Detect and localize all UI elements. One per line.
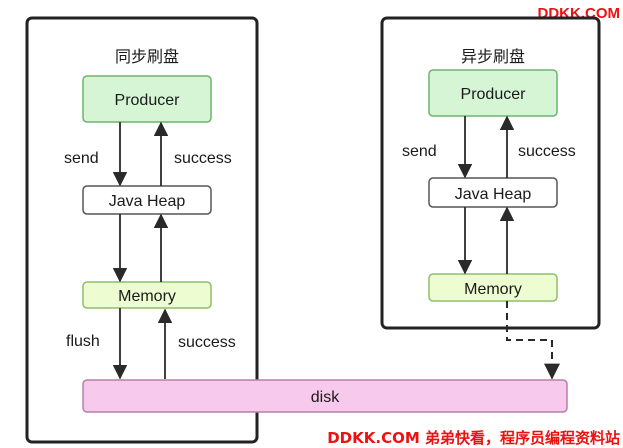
async-panel-border bbox=[380, 16, 601, 330]
async-producer-label: Producer bbox=[461, 86, 527, 103]
sync-panel-title: 同步刷盘 bbox=[115, 47, 179, 66]
sync-send-label: send bbox=[64, 150, 99, 167]
sync-flush-label: flush bbox=[66, 333, 100, 350]
sync-success-label-2: success bbox=[178, 334, 236, 351]
async-flush-dashed-arrow bbox=[506, 301, 560, 380]
async-success-label: success bbox=[518, 143, 576, 160]
disk-label: disk bbox=[311, 389, 340, 406]
async-java-heap-box bbox=[428, 177, 558, 208]
watermark-bottom: DDKK.COM 弟弟快看，程序员编程资料站 bbox=[327, 429, 620, 447]
async-memory-box bbox=[428, 273, 558, 302]
sync-memory-box bbox=[82, 281, 212, 309]
sync-panel-border bbox=[25, 16, 259, 444]
sync-producer-box bbox=[82, 75, 212, 123]
sync-producer-label: Producer bbox=[115, 92, 181, 109]
async-panel: 异步刷盘 Producer Java Heap Memory send succ… bbox=[380, 16, 601, 330]
disk-box bbox=[82, 379, 568, 413]
sync-java-heap-box bbox=[82, 185, 212, 215]
sync-panel: 同步刷盘 Producer Java Heap Memory send succ… bbox=[25, 16, 259, 444]
async-producer-box bbox=[428, 69, 558, 117]
sync-success-label-1: success bbox=[174, 150, 232, 167]
async-send-label: send bbox=[402, 143, 437, 160]
async-memory-label: Memory bbox=[464, 281, 522, 298]
async-java-heap-label: Java Heap bbox=[455, 186, 532, 203]
sync-memory-label: Memory bbox=[118, 288, 176, 305]
async-panel-title: 异步刷盘 bbox=[461, 47, 525, 66]
sync-java-heap-label: Java Heap bbox=[109, 193, 186, 210]
